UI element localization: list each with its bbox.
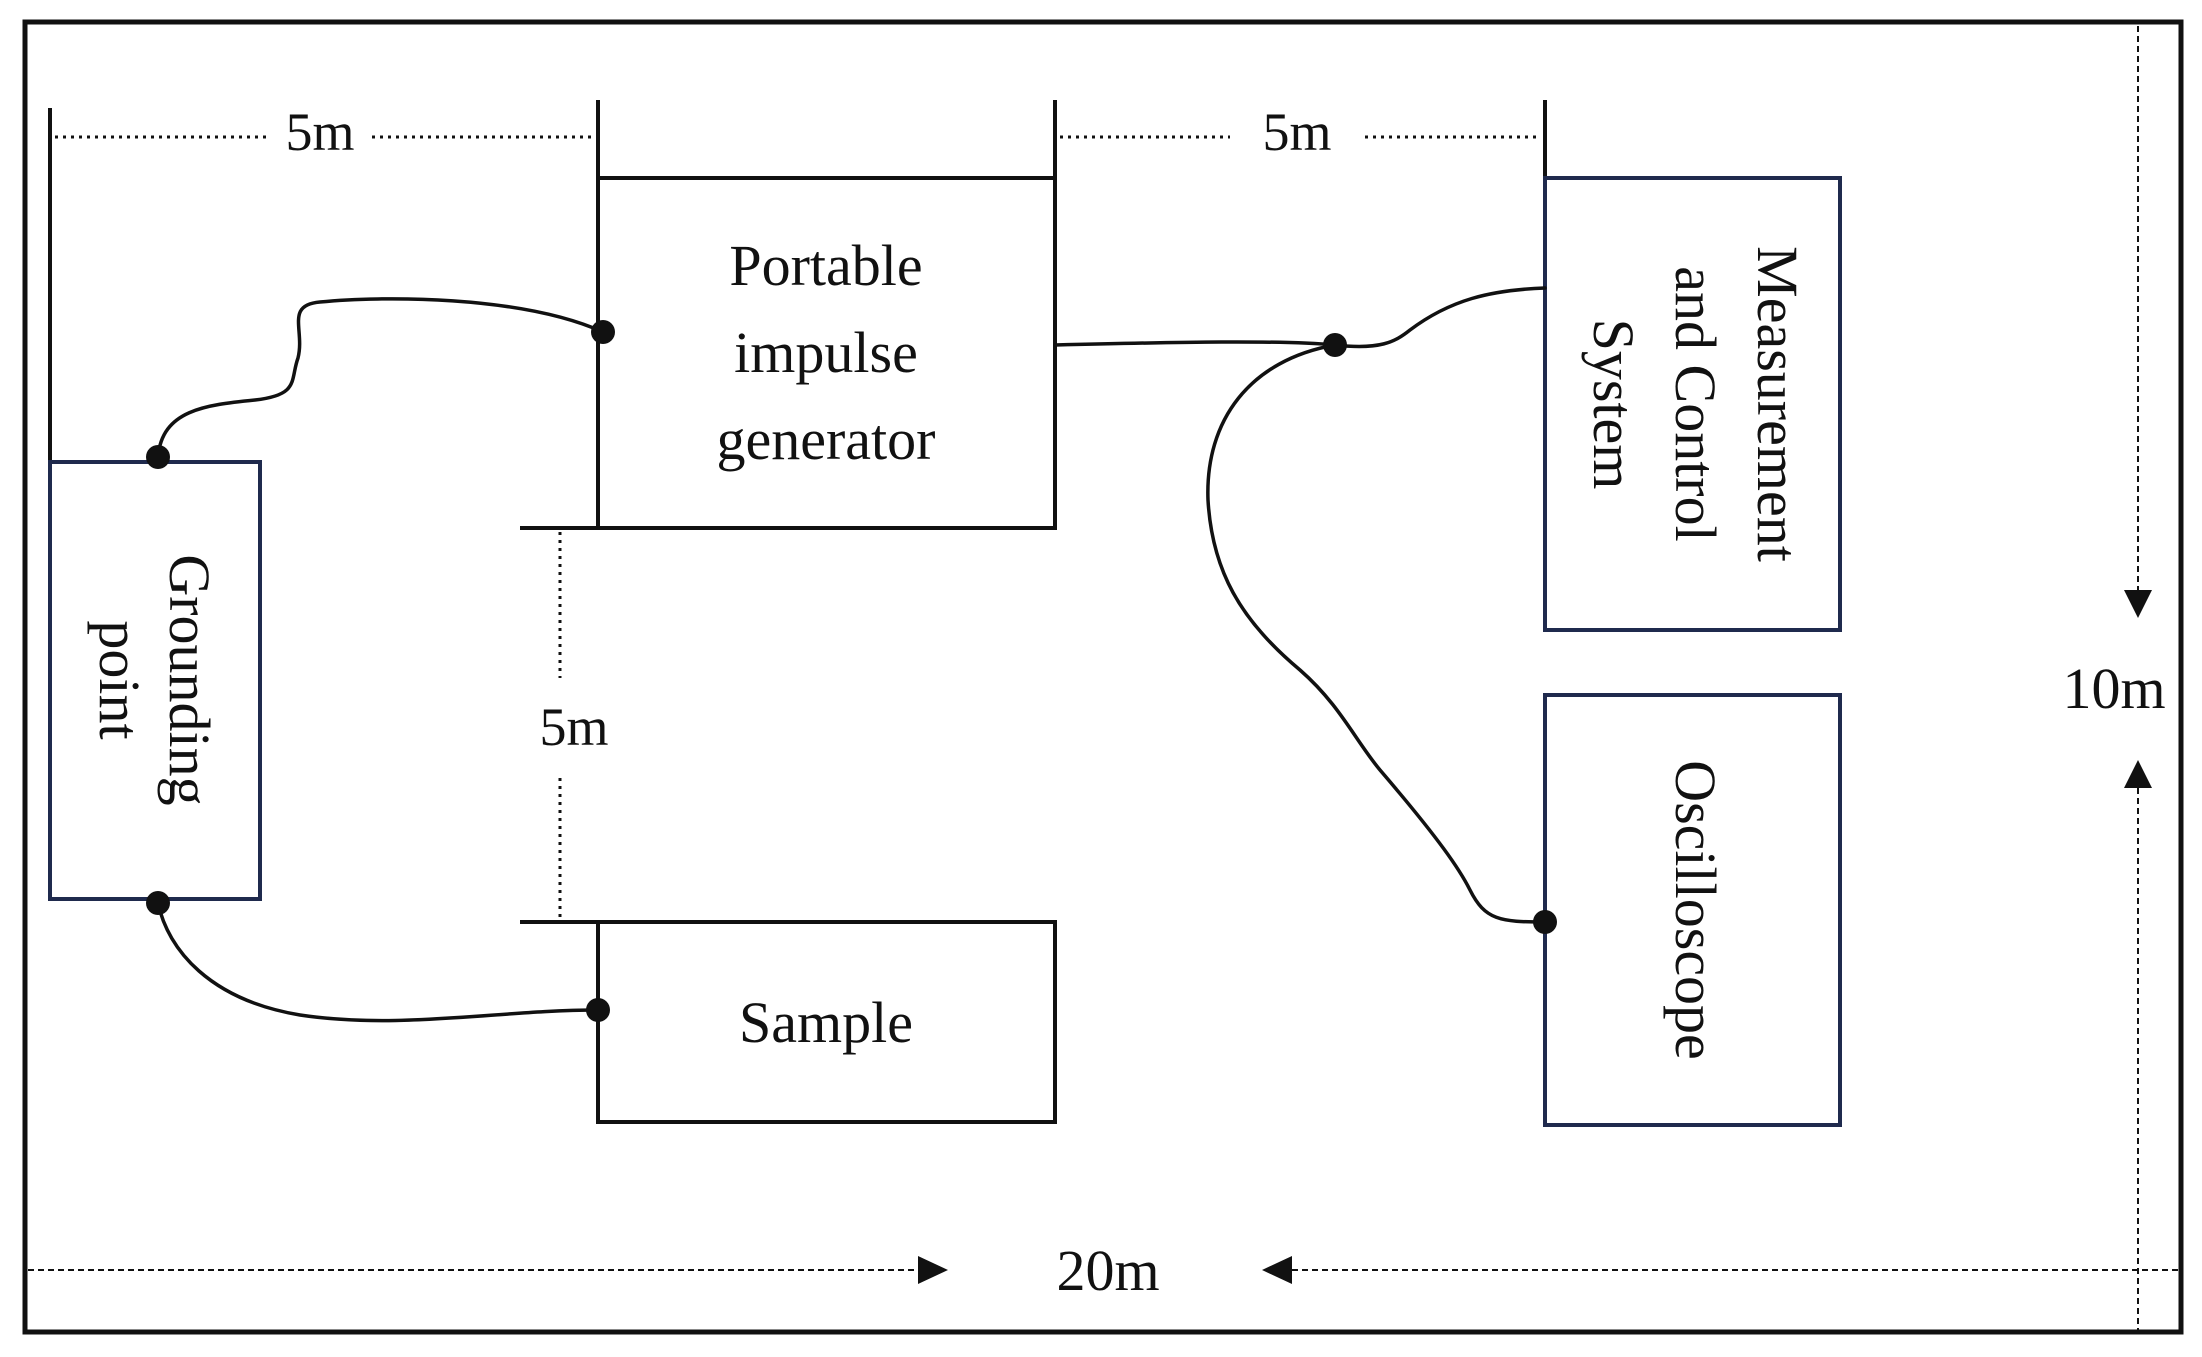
generator-label-line-3: generator (717, 407, 936, 472)
dim-height-arrow-down (2124, 590, 2152, 618)
measurement-label-line-1: Measurement (1745, 246, 1810, 562)
measurement-label-line-2: and Control (1663, 266, 1728, 541)
node-ground-top (146, 445, 170, 469)
dim-width-arrow-left (1262, 1256, 1292, 1284)
sample-label: Sample (739, 990, 913, 1055)
wire-ground-to-generator (156, 297, 605, 459)
oscilloscope-block: Oscilloscope (1543, 693, 1842, 1127)
dim-top-left-label: 5m (285, 102, 354, 162)
dim-vertical-label: 5m (539, 697, 608, 757)
node-oscilloscope (1533, 910, 1557, 934)
grounding-point-block: Grounding point (48, 460, 262, 901)
dim-top-right-label: 5m (1262, 102, 1331, 162)
grounding-label-line-2: point (87, 620, 152, 739)
dim-height-label: 10m (2062, 656, 2165, 721)
generator-block: Portable impulse generator (596, 176, 1057, 530)
node-sample (586, 998, 610, 1022)
outer-frame (22, 19, 2184, 1335)
grounding-label-line-1: Grounding (157, 554, 222, 805)
measurement-control-block: Measurement and Control System (1543, 176, 1842, 632)
generator-label-line-1: Portable (729, 233, 922, 298)
generator-label-line-2: impulse (734, 320, 918, 385)
dim-width-label: 20m (1056, 1238, 1159, 1303)
dim-width-arrow-right (918, 1256, 948, 1284)
wire-ground-to-sample (156, 901, 600, 1023)
wire-generator-to-measurement (1053, 286, 1547, 349)
node-ground-bottom (146, 891, 170, 915)
dim-height-arrow-up (2124, 760, 2152, 788)
wire-measurement-to-oscilloscope (1206, 343, 1547, 924)
measurement-label-line-3: System (1581, 319, 1646, 490)
oscilloscope-label: Oscilloscope (1663, 760, 1728, 1060)
node-junction (1323, 333, 1347, 357)
sample-block: Sample (596, 920, 1057, 1124)
node-generator (591, 320, 615, 344)
